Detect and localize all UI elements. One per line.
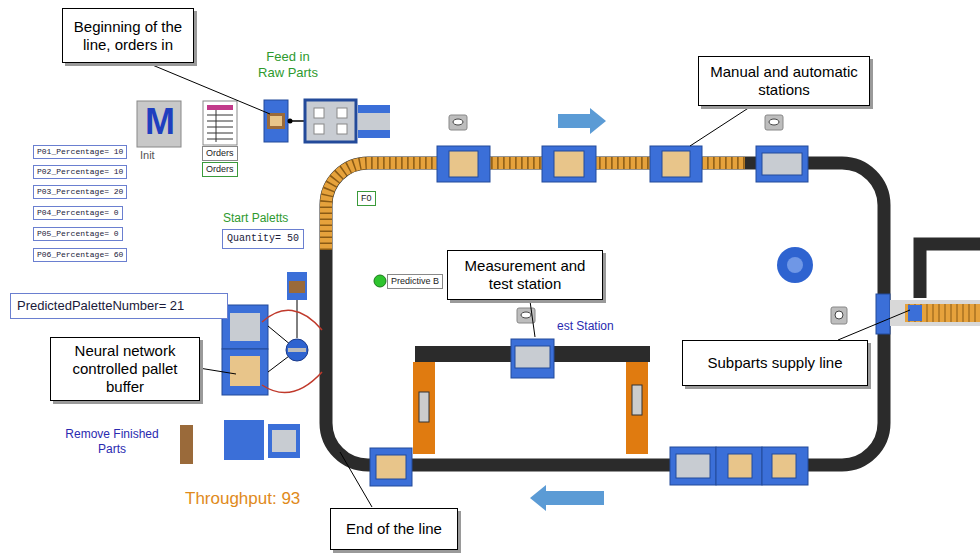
prediction-box: PredictedPaletteNumber= 21 xyxy=(10,293,228,319)
quantity-box: Start PalettsQuantity= 50 xyxy=(222,229,304,249)
node-text: P03_Percentage= 20 xyxy=(37,187,123,196)
node-text: End of the line xyxy=(346,520,442,538)
node-text: P06_Percentage= 60 xyxy=(37,250,123,259)
node-text: Subparts supply line xyxy=(707,354,842,372)
conveyor-loop xyxy=(326,163,884,465)
parameter-box: P02_Percentage= 10 xyxy=(33,165,127,179)
node-text: Manual and automatic stations xyxy=(705,63,863,99)
parameter-box: P03_Percentage= 20 xyxy=(33,185,127,199)
parameter-box: P01_Percentage= 10 xyxy=(33,145,127,159)
orders-box: Orders xyxy=(202,146,238,161)
node-text: P04_Percentage= 0 xyxy=(37,208,119,217)
predictive-box: Predictive B xyxy=(387,274,443,289)
node-text: Beginning of the line, orders in xyxy=(69,18,187,54)
icon-label: Init xyxy=(140,149,155,162)
parameter-box: P05_Percentage= 0 xyxy=(33,227,123,241)
node-text: Neural network controlled pallet buffer xyxy=(57,342,193,396)
callout-box: Measurement and test station xyxy=(447,250,603,300)
parameter-box: P04_Percentage= 0 xyxy=(33,206,123,220)
icon-letter: M xyxy=(145,102,175,142)
node-text: P05_Percentage= 0 xyxy=(37,229,119,238)
node-text: P02_Percentage= 10 xyxy=(37,167,123,176)
node-text: Orders xyxy=(206,164,234,174)
node-text: F0 xyxy=(361,193,372,203)
station-label: est Station xyxy=(557,319,614,333)
callout-box: Manual and automatic stations xyxy=(698,56,870,106)
node-text: Measurement and test station xyxy=(454,257,596,293)
node-text: P01_Percentage= 10 xyxy=(37,147,123,156)
source-box: F0 xyxy=(357,191,376,206)
node-text: PredictedPaletteNumber= 21 xyxy=(17,298,184,313)
callout-box: Beginning of the line, orders in xyxy=(62,8,194,63)
callout-box: End of the line xyxy=(330,508,458,550)
node-heading: Start Paletts xyxy=(223,211,288,225)
callout-box: Neural network controlled pallet buffer xyxy=(50,337,200,401)
node-text: Quantity= 50 xyxy=(227,233,299,244)
callout-box: Subparts supply line xyxy=(682,340,868,386)
throughput-label: Throughput: 93 xyxy=(185,489,300,509)
parameter-box: P06_Percentage= 60 xyxy=(33,248,127,262)
node-text: Predictive B xyxy=(391,276,439,286)
node-text: Orders xyxy=(206,148,234,158)
station-label: Remove Finished Parts xyxy=(62,427,162,457)
orders-box: Orders xyxy=(202,162,238,177)
station-label: Feed in Raw Parts xyxy=(252,49,324,81)
